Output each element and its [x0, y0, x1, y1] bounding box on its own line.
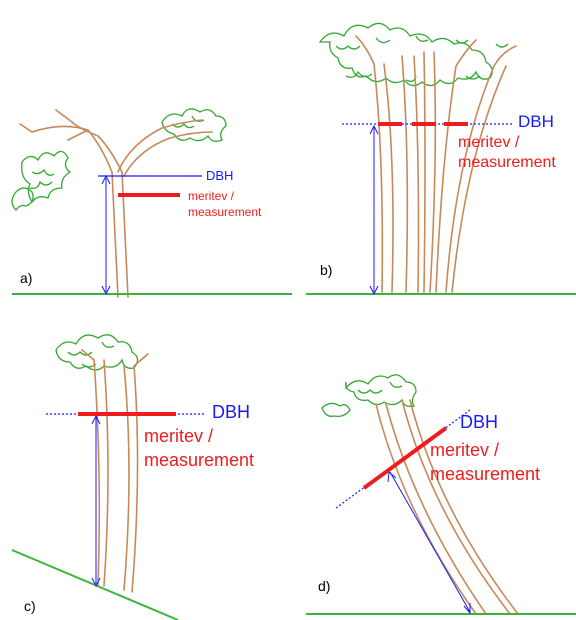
dbh-label: DBH	[206, 168, 234, 183]
panel-label: b)	[320, 262, 333, 278]
panel-a: DBH meritev / measurement a)	[11, 92, 292, 302]
tree-foliage	[318, 22, 509, 87]
tree-trunk	[81, 349, 149, 593]
panel-b-illustration	[306, 22, 576, 296]
tree-foliage	[321, 374, 417, 418]
measurement-label-sl: meritev /	[430, 440, 500, 460]
panel-d-illustration	[306, 374, 576, 615]
tree-trunk	[375, 399, 519, 615]
tree-trunk	[19, 109, 213, 298]
measurement-label-en: measurement	[458, 154, 556, 171]
measurement-bar	[362, 426, 448, 490]
panel-a-illustration	[11, 108, 292, 298]
panel-b: DBH meritev / measurement b)	[306, 6, 576, 302]
panel-label: d)	[318, 578, 331, 594]
measurement-label-en: measurement	[144, 450, 255, 470]
measurement-label-sl: meritev /	[188, 189, 235, 203]
dbh-label: DBH	[460, 412, 499, 432]
measurement-label-en: measurement	[430, 464, 541, 484]
dbh-height-arrow	[389, 471, 471, 613]
panel-c: DBH meritev / measurement c)	[11, 320, 292, 620]
measurement-label-en: measurement	[188, 205, 262, 219]
tree-foliage	[55, 334, 139, 371]
measurement-label-sl: meritev /	[458, 134, 520, 151]
panel-d: DBH meritev / measurement d)	[306, 360, 576, 620]
tree-trunk	[355, 35, 517, 293]
measurement-label-sl: meritev /	[144, 426, 214, 446]
panel-c-illustration	[11, 334, 204, 620]
tree-foliage	[11, 108, 227, 212]
panel-label: a)	[20, 270, 33, 286]
arrow-heads	[387, 470, 471, 615]
panel-label: c)	[24, 598, 36, 614]
dbh-label: DBH	[518, 112, 554, 131]
arrow-heads	[101, 174, 111, 296]
arrow-heads	[369, 124, 379, 296]
dbh-label: DBH	[212, 402, 251, 422]
